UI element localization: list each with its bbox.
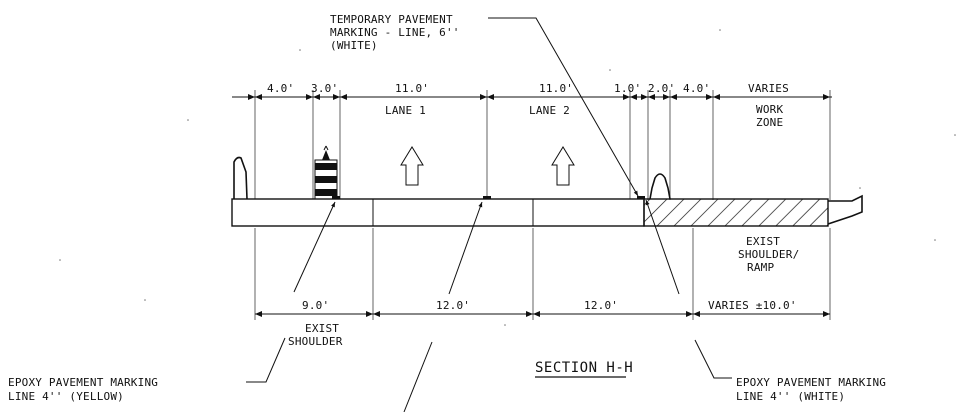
top-dimension-chain: 4.0' 3.0' 11.0' 11.0' 1.0' 2.0' 4.0' VAR… [232,82,832,200]
dim-varies-top: VARIES [748,82,789,95]
work-zone-label-1: WORK [756,103,783,116]
section-title: SECTION H-H [535,360,633,376]
left-barrier [233,156,248,200]
dim-4-0-right: 4.0' [683,82,710,95]
exist-shoulder-label-2: SHOULDER [288,335,343,348]
dim-2-0: 2.0' [648,82,675,95]
white-marking-pointer [645,199,680,295]
epoxy-white-note: EPOXY PAVEMENT MARKING LINE 4'' (WHITE) [694,339,886,403]
dim-11-0-lane2: 11.0' [539,82,573,95]
svg-text:EXIST: EXIST [746,235,780,248]
epoxy-yellow-note: EPOXY PAVEMENT MARKING LINE 4'' (YELLOW) [8,337,286,403]
lane-1-direction-arrow-icon [400,146,424,186]
yellow-marking-pointer [293,201,336,293]
work-zone-label-2: ZONE [756,116,783,129]
dim-9-0: 9.0' [302,299,329,312]
dim-1-0: 1.0' [614,82,641,95]
svg-text:LINE 4'' (YELLOW): LINE 4'' (YELLOW) [8,390,124,403]
pavement-section [231,194,863,227]
temporary-marking-line-1: TEMPORARY PAVEMENT [330,13,453,26]
svg-text:EPOXY PAVEMENT MARKING: EPOXY PAVEMENT MARKING [736,376,886,389]
lane-line-leader-stub [403,341,433,412]
temporary-barrier [649,173,671,200]
drum-channelizer-icon [314,145,338,200]
dim-4-0-left: 4.0' [267,82,294,95]
lane-1-label: LANE 1 [385,104,426,117]
svg-text:LINE 4'' (WHITE): LINE 4'' (WHITE) [736,390,845,403]
dim-12-0-second: 12.0' [584,299,618,312]
bottom-dimension-chain: 9.0' 12.0' 12.0' VARIES ±10.0' [254,228,831,320]
lane-2-direction-arrow-icon [551,146,575,186]
dim-3-0: 3.0' [311,82,338,95]
temporary-marking-line-2: MARKING - LINE, 6'' [330,26,460,39]
temporary-marking-note: TEMPORARY PAVEMENT MARKING - LINE, 6'' (… [330,13,639,197]
exist-shoulder-label-1: EXIST [305,322,339,335]
pavement-edge-taper [827,194,863,225]
lane-line-pointer [448,201,483,295]
dim-12-0-first: 12.0' [436,299,470,312]
dim-11-0-lane1: 11.0' [395,82,429,95]
temporary-marking-line-3: (WHITE) [330,39,378,52]
background-specks [59,29,956,326]
exist-shoulder-ramp-label: EXIST SHOULDER/ RAMP [738,235,799,274]
lane-2-label: LANE 2 [529,104,570,117]
dim-varies-bottom: VARIES ±10.0' [708,299,797,312]
svg-text:EPOXY PAVEMENT MARKING: EPOXY PAVEMENT MARKING [8,376,158,389]
svg-text:SHOULDER/: SHOULDER/ [738,248,799,261]
temporary-marking-leader [488,17,639,197]
svg-text:RAMP: RAMP [747,261,774,274]
